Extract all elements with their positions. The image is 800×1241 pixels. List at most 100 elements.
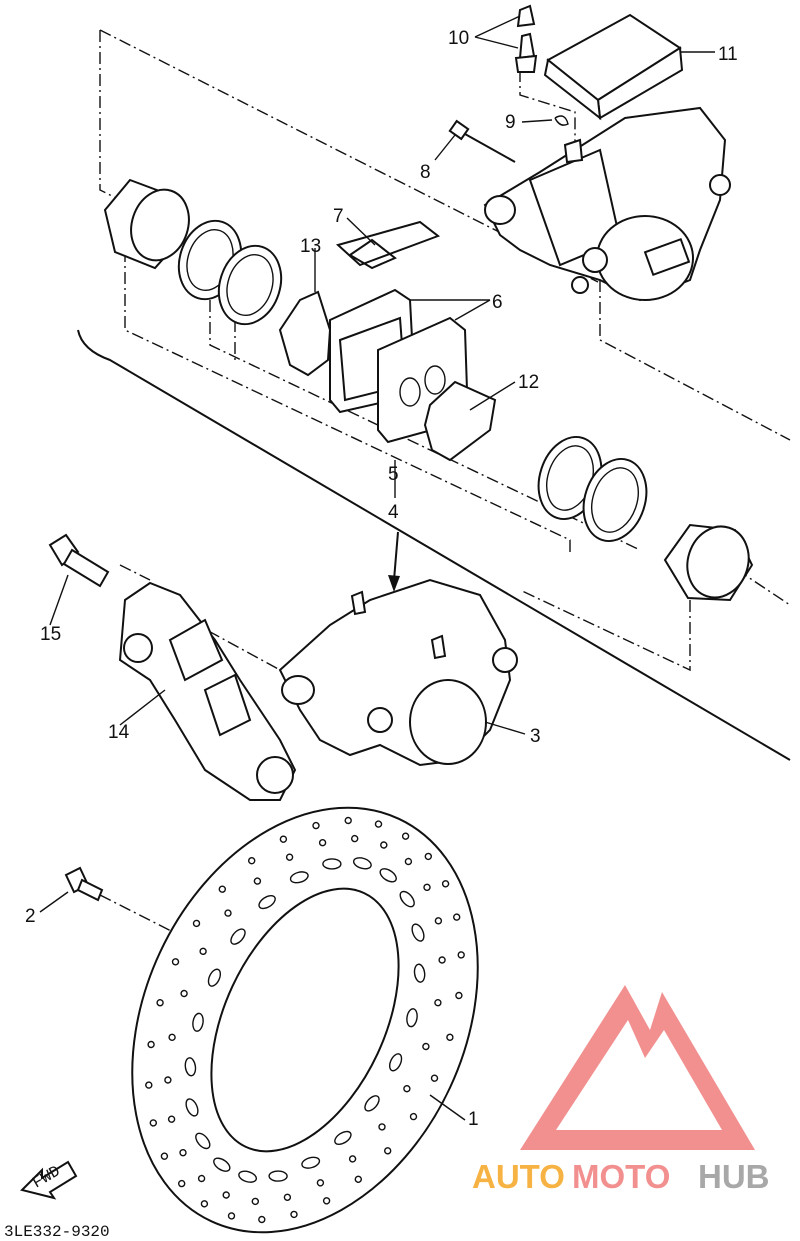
disc-hole: [422, 1042, 430, 1051]
disc-hole: [455, 991, 463, 1000]
callout-7: 7: [333, 206, 344, 227]
watermark-text-hub: HUB: [698, 1158, 770, 1195]
disc-hole: [438, 956, 446, 964]
disc-hole: [197, 1174, 206, 1183]
disc-hole: [384, 1147, 392, 1155]
callout-14: 14: [108, 722, 130, 743]
callout-1: 1: [468, 1109, 479, 1130]
pad-pin: [448, 119, 516, 163]
disc-hole: [334, 1130, 352, 1146]
disc-hole: [192, 919, 201, 928]
callout-6: 6: [492, 292, 503, 313]
disc-hole: [185, 1098, 199, 1117]
disc-hole: [434, 917, 443, 925]
pad-shim-13: [278, 290, 332, 377]
disc-hole: [200, 1200, 209, 1208]
callout-15: 15: [40, 624, 61, 645]
disc-hole: [404, 857, 413, 866]
pad-cover: [543, 13, 684, 121]
disc-hole: [180, 989, 188, 998]
disc-hole: [283, 1193, 292, 1202]
pad-shim-12: [423, 380, 497, 462]
disc-hole: [168, 1033, 176, 1042]
disc-hole: [399, 890, 415, 908]
disc-hole: [192, 1012, 204, 1032]
callout-4: 4: [388, 502, 399, 523]
disc-hole: [423, 883, 431, 891]
watermark-text-auto: AUTO: [472, 1158, 565, 1195]
caliper-bracket: [118, 581, 297, 801]
callout-5: 5: [388, 464, 399, 485]
disc-hole: [156, 999, 164, 1007]
disc-hole: [406, 1008, 418, 1028]
assembly-arrow: [388, 531, 400, 592]
bleed-screw: [514, 4, 538, 73]
disc-hole: [344, 816, 352, 825]
disc-hole: [322, 1197, 331, 1205]
disc-hole: [378, 1123, 386, 1131]
disc-hole: [258, 894, 276, 910]
disc-hole: [453, 913, 461, 921]
dust-seal-upper: [217, 244, 283, 326]
callout-12: 12: [518, 372, 539, 393]
disc-hole: [199, 947, 207, 955]
disc-hole: [348, 1155, 357, 1163]
callout-13: 13: [300, 236, 321, 257]
disc-hole: [318, 839, 327, 847]
disc-hole: [289, 871, 309, 884]
disc-hole: [184, 1057, 197, 1077]
disc-hole: [403, 1084, 411, 1093]
callout-3: 3: [530, 726, 541, 747]
disc-hole: [268, 1170, 288, 1182]
disc-hole: [285, 853, 294, 861]
callout-2: 2: [25, 906, 36, 927]
disc-hole: [352, 857, 372, 870]
disc-hole: [230, 928, 246, 945]
watermark-logo: AUTO MOTO HUB: [472, 985, 770, 1195]
leader-lines: [39, 15, 715, 1121]
disc-hole: [279, 835, 288, 843]
disc-hole: [224, 909, 232, 917]
pad-spring: [335, 220, 441, 270]
disc-hole: [413, 963, 426, 983]
disc-hole: [251, 1197, 260, 1206]
disc-hole: [145, 1081, 153, 1089]
watermark-triangle-mark: [520, 985, 755, 1150]
disc-hole: [411, 923, 425, 942]
disc-hole: [388, 1053, 403, 1072]
disc-hole: [374, 820, 383, 828]
disc-hole: [247, 857, 256, 865]
caliper-assembly: [278, 578, 518, 767]
piston-lower: [663, 523, 754, 602]
disc-hole: [213, 1157, 231, 1172]
disc-hole: [227, 1212, 236, 1220]
fwd-arrow: FWD: [20, 1160, 78, 1200]
disc-hole: [177, 1179, 186, 1188]
disc-bolt: [64, 866, 104, 902]
disc-hole: [430, 1074, 439, 1082]
disc-hole: [167, 1115, 176, 1123]
disc-hole: [409, 1112, 418, 1121]
callout-9: 9: [505, 112, 516, 133]
pad-clip: [554, 115, 569, 126]
disc-hole: [379, 868, 397, 883]
disc-hole: [160, 1152, 169, 1160]
disc-hole: [301, 1156, 321, 1169]
disc-hole: [457, 951, 465, 959]
disc-hole: [222, 1191, 230, 1199]
disc-hole: [446, 1033, 454, 1042]
dust-seal-lower: [582, 457, 648, 543]
disc-hole: [322, 858, 342, 870]
disc-hole: [207, 968, 222, 987]
disc-hole: [434, 999, 442, 1007]
disc-hole: [424, 852, 432, 861]
diagram-code: 3LE332-9320: [4, 1223, 110, 1241]
disc-hole: [218, 885, 227, 893]
bracket-bolt: [48, 533, 110, 588]
disc-hole: [147, 1040, 155, 1049]
disc-hole: [179, 1148, 187, 1157]
upper-caliper-body: [483, 106, 731, 302]
disc-hole: [351, 834, 359, 843]
disc-hole: [364, 1095, 380, 1112]
